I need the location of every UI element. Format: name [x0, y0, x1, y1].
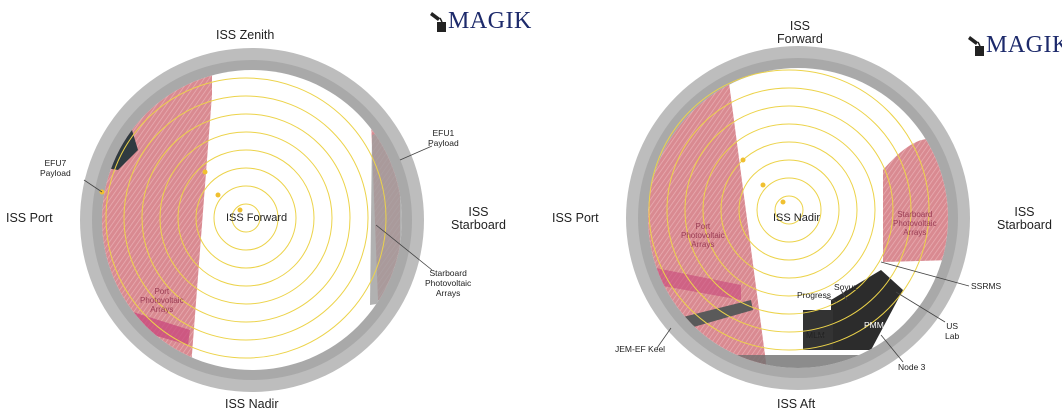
logo-text: MAGIK — [448, 8, 532, 34]
us-lab-line2: Lab — [945, 331, 960, 341]
left-dome-panel: ISS Zenith ISS Nadir ISS Port ISS Starbo… — [6, 8, 532, 411]
us-lab-line1: US — [946, 321, 958, 331]
port-pv-line2: Photovoltaic — [140, 296, 184, 305]
sb-pv-line3: Arrays — [435, 288, 461, 298]
label-iss-starboard: ISS Starboard — [451, 206, 506, 232]
label-iss-starboard-line1: ISS — [468, 205, 489, 219]
elevation-rings — [648, 69, 930, 351]
label-pmm: PMM — [864, 320, 884, 330]
iss-starboard-line1: ISS — [1014, 205, 1035, 219]
label-mlm: MLM — [806, 330, 825, 340]
label-iss-forward: ISS Forward — [777, 20, 823, 46]
sb-pv-line1: Starboard — [429, 268, 467, 278]
label-iss-forward-center: ISS Forward — [226, 212, 288, 224]
telescope-icon — [430, 8, 448, 41]
starboard-photovoltaic-arrays — [883, 138, 948, 262]
label-ssrms: SSRMS — [971, 281, 1002, 291]
label-jem-ef-keel: JEM-EF Keel — [615, 344, 666, 354]
label-iss-starboard-line2: Starboard — [451, 218, 506, 232]
label-iss-nadir: ISS Nadir — [225, 397, 279, 411]
iss-starboard-line2: Starboard — [997, 218, 1052, 232]
label-efu1-payload: EFU1 Payload — [428, 128, 459, 148]
label-iss-nadir-center: ISS Nadir — [773, 212, 821, 224]
label-iss-aft: ISS Aft — [777, 397, 816, 411]
soyuz-progress-modules — [803, 310, 833, 350]
label-starboard-pv: Starboard Photovoltaic Arrays — [425, 268, 471, 298]
efu1-line2: Payload — [428, 138, 459, 148]
pmm-module — [831, 270, 903, 350]
label-iss-starboard: ISS Starboard — [997, 206, 1052, 232]
port-pv-line1: Port — [695, 222, 711, 231]
iss-forward-line2: Forward — [777, 32, 823, 46]
sb-pv-line3: Arrays — [903, 228, 927, 237]
label-soyuz: Soyuz — [834, 282, 858, 292]
sb-pv-line1: Starboard — [897, 210, 933, 219]
label-iss-port: ISS Port — [552, 211, 599, 225]
label-starboard-pv-inside: Starboard Photovoltaic Arrays — [893, 210, 937, 237]
label-port-pv-inside: Port Photovoltaic Arrays — [140, 287, 184, 314]
port-pv-line2: Photovoltaic — [681, 231, 725, 240]
left-dome-view — [80, 48, 433, 392]
label-us-lab: US Lab — [945, 321, 959, 341]
efu7-line2: Payload — [40, 168, 71, 178]
label-iss-zenith: ISS Zenith — [216, 28, 275, 42]
logo-text: MAGIK — [986, 32, 1062, 58]
label-port-pv-inside: Port Photovoltaic Arrays — [681, 222, 725, 249]
sb-pv-line2: Photovoltaic — [425, 278, 472, 288]
efu7-line1: EFU7 — [44, 158, 67, 168]
iss-forward-line1: ISS — [789, 19, 810, 33]
port-pv-line3: Arrays — [691, 240, 715, 249]
efu1-line1: EFU1 — [432, 128, 455, 138]
label-node3: Node 3 — [898, 362, 926, 372]
magik-logo: MAGIK — [430, 8, 532, 41]
sb-pv-line2: Photovoltaic — [893, 219, 937, 228]
elevation-rings — [105, 77, 387, 359]
label-iss-port: ISS Port — [6, 211, 53, 225]
right-dome-panel: ISS Forward ISS Aft ISS Port ISS Starboa… — [531, 0, 1062, 411]
right-dome-view — [626, 46, 970, 390]
port-pv-line3: Arrays — [150, 305, 174, 314]
port-pv-line1: Port — [154, 287, 170, 296]
label-progress: Progress — [797, 290, 832, 300]
magik-logo: MAGIK — [968, 32, 1062, 65]
label-efu7-payload: EFU7 Payload — [40, 158, 71, 178]
telescope-icon — [968, 32, 986, 65]
